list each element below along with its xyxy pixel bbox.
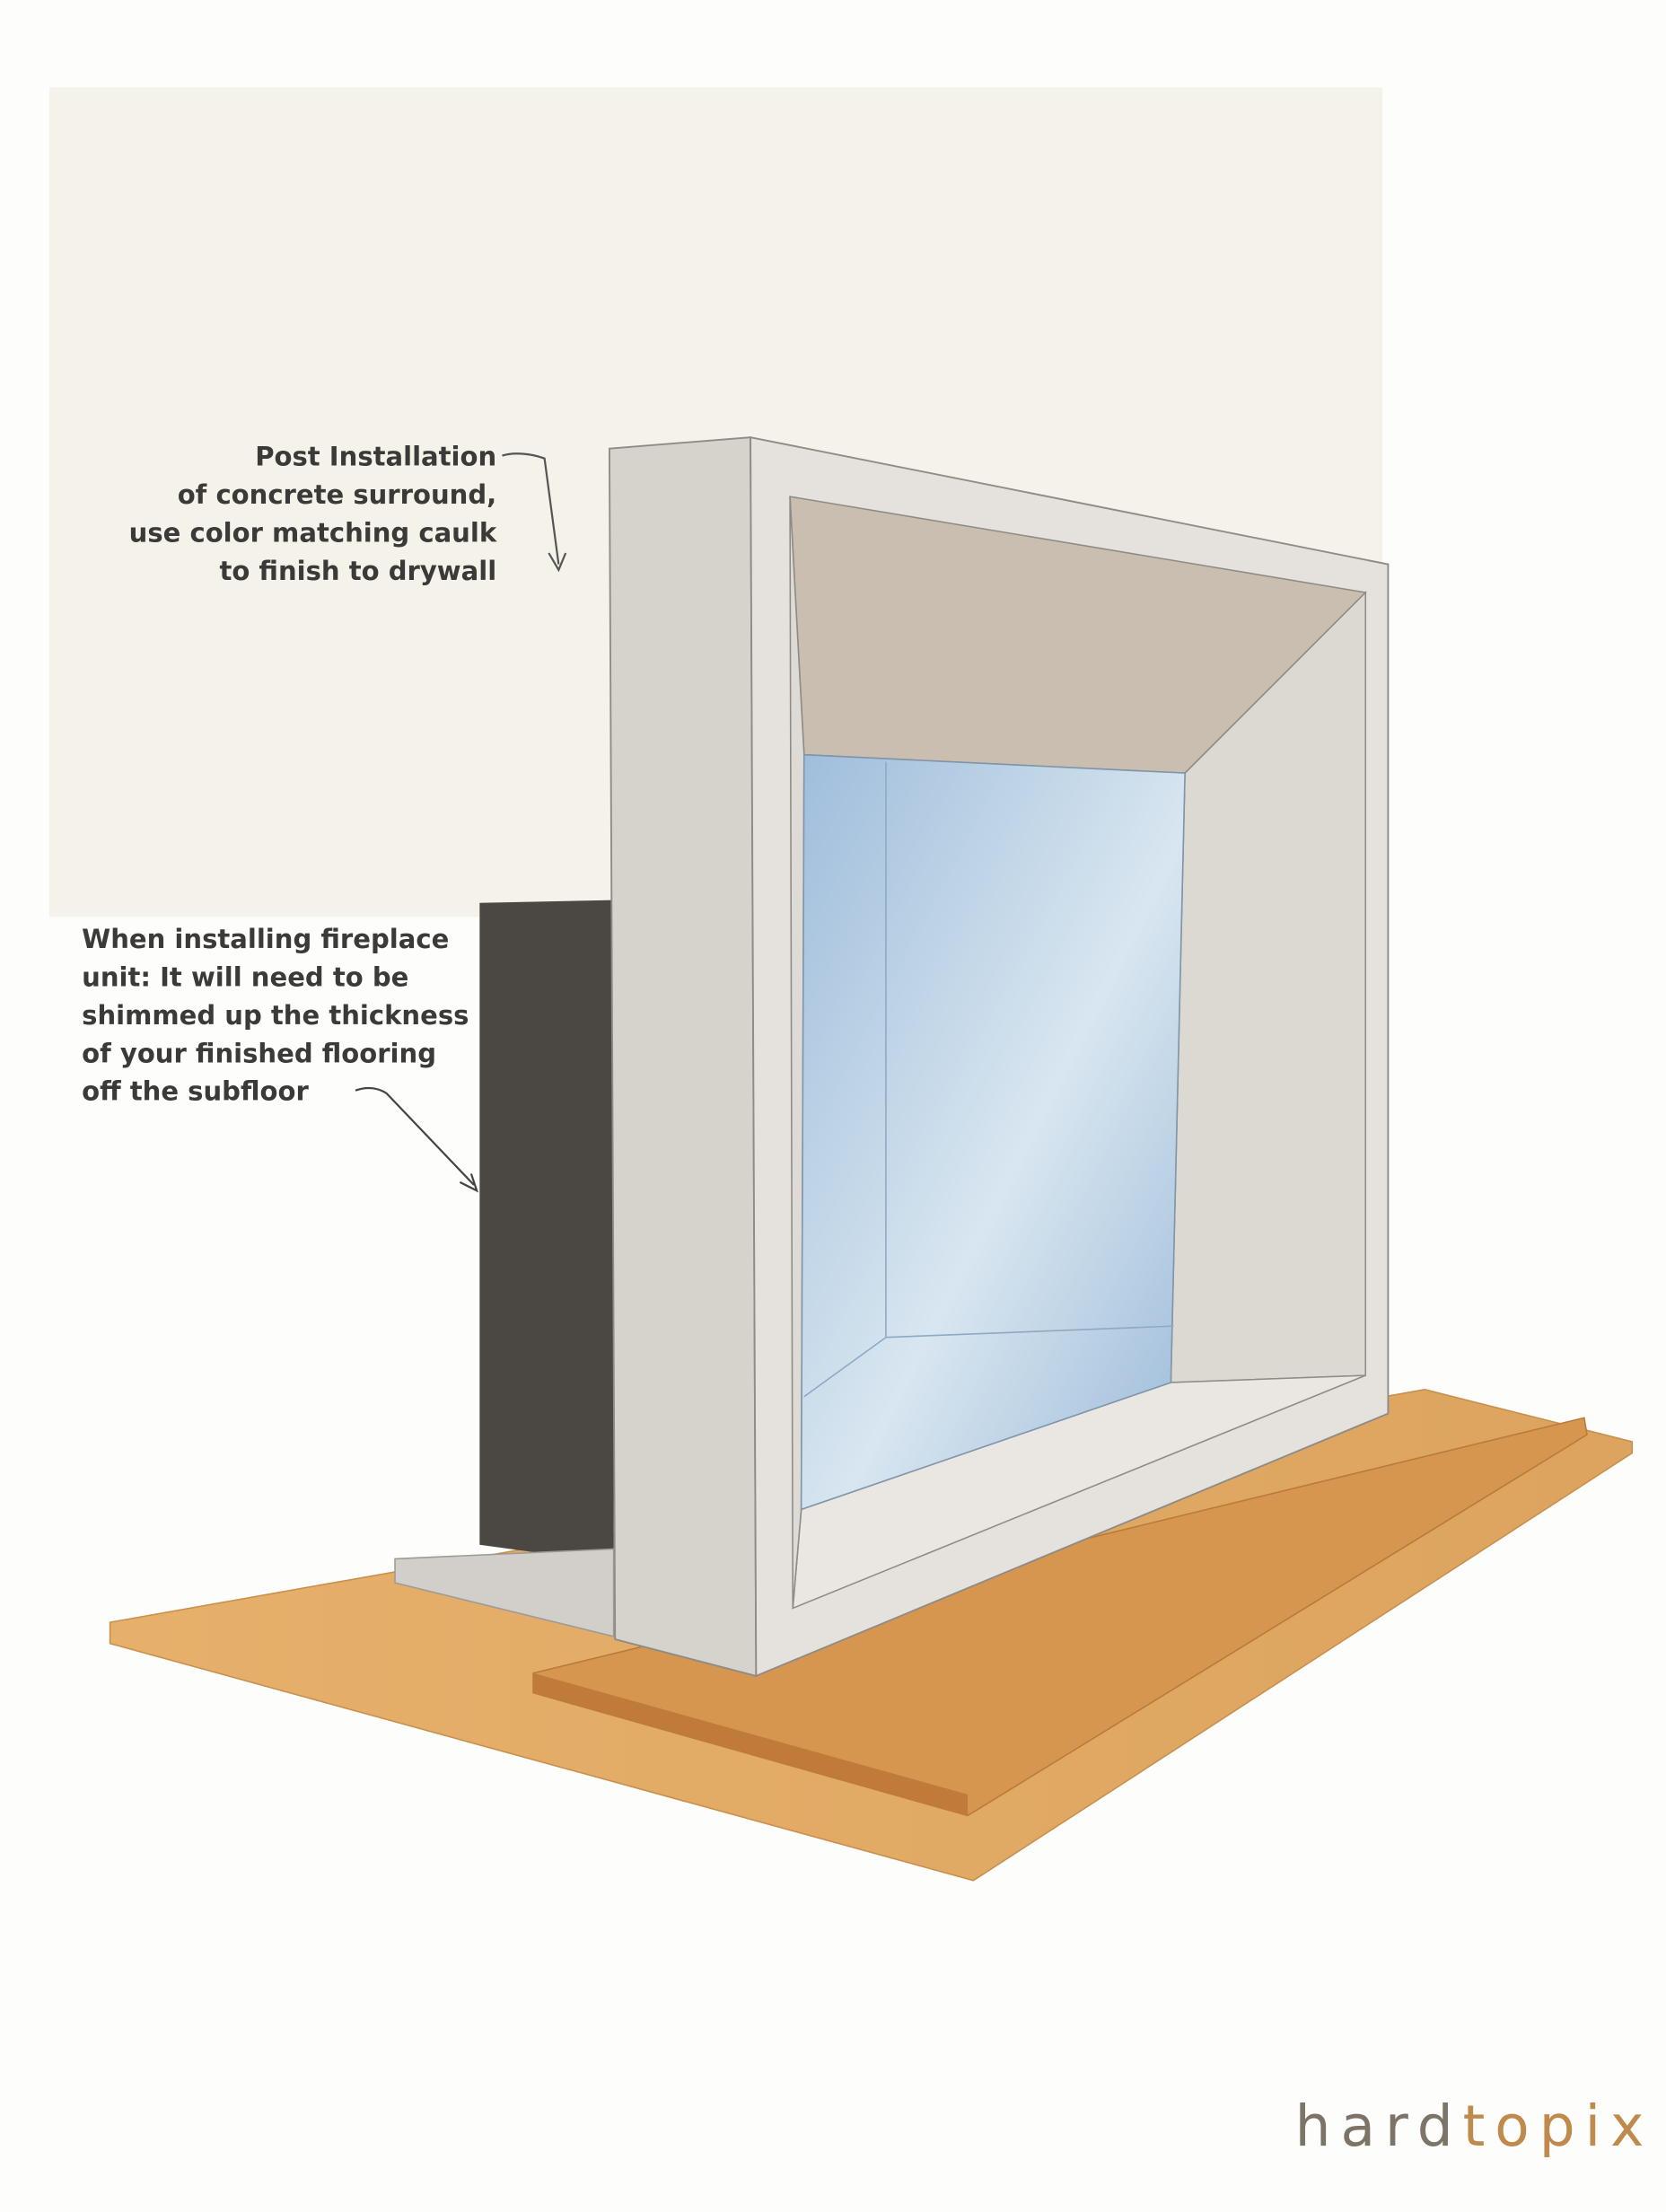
note-line: to finish to drywall (219, 556, 496, 586)
logo-part2: topix (1463, 2094, 1654, 2159)
note-line: Post Installation (255, 442, 496, 472)
note-line: When installing fireplace (82, 924, 449, 954)
hardtopix-logo: hardtopix (1295, 2094, 1654, 2159)
fireplace-unit (479, 900, 614, 1564)
firebox-glass (800, 753, 1186, 1511)
note-line: shimmed up the thickness (82, 1000, 469, 1031)
note-line: off the subfloor (82, 1076, 309, 1107)
note-line: of your finished flooring (82, 1038, 436, 1068)
note-line: of concrete surround, (178, 479, 496, 510)
note-fireplace-unit: When installing fireplace unit: It will … (82, 924, 469, 1107)
firebox-inner-edges (803, 761, 1174, 1398)
hearth-slab (394, 1548, 615, 1637)
arrow-post-installation (502, 452, 567, 573)
note-line: use color matching caulk (129, 517, 497, 548)
note-post-installation: Post Installation of concrete surround, … (129, 442, 497, 586)
note-line: unit: It will need to be (82, 961, 408, 992)
logo-part1: hard (1295, 2094, 1463, 2159)
surround-side-face (608, 436, 758, 1678)
arrow-fireplace-unit (355, 1086, 479, 1193)
flooring-end-grain (533, 1672, 969, 1816)
